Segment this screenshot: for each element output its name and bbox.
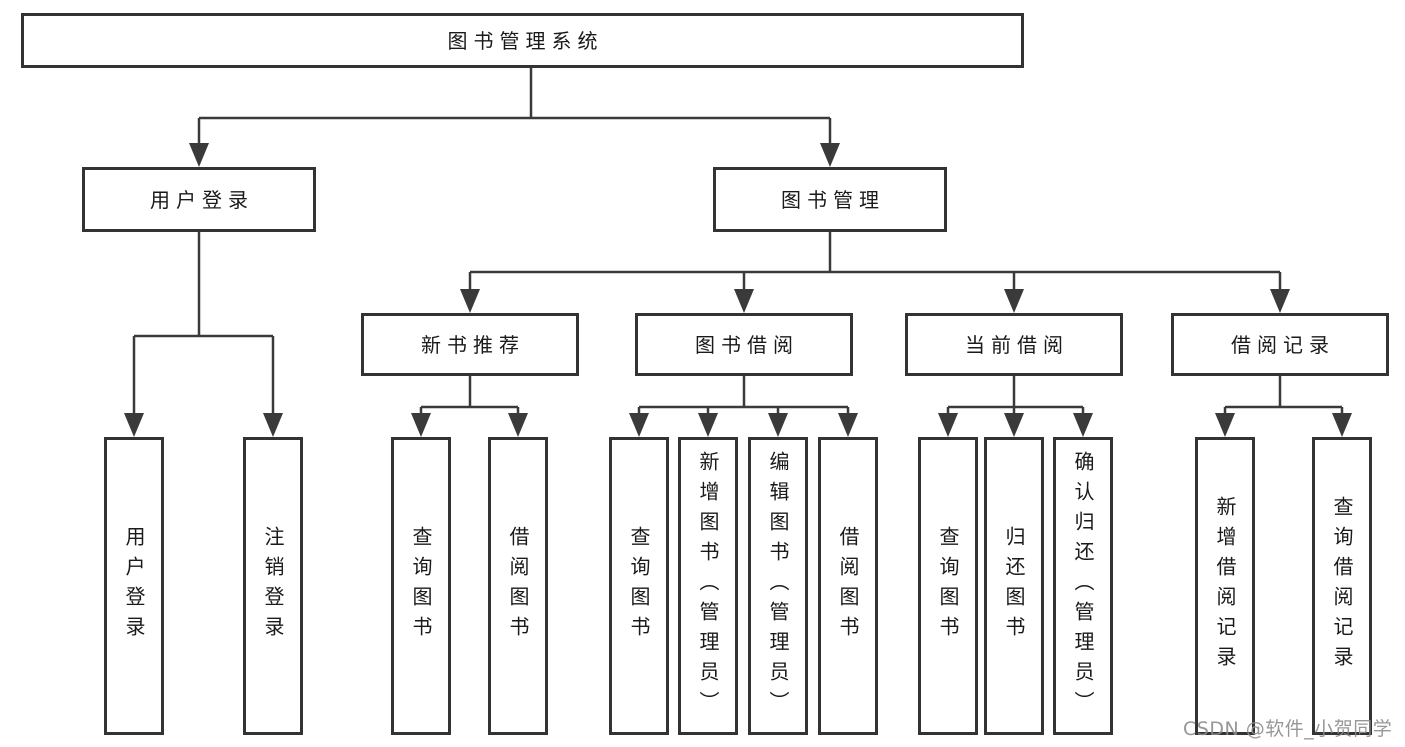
node-book-borrow: 图书借阅 bbox=[635, 313, 853, 376]
node-label: 新书推荐 bbox=[421, 332, 525, 357]
arrowheads bbox=[124, 143, 1352, 437]
node-label: 查询图书 bbox=[409, 526, 433, 646]
node-label: 查询借阅记录 bbox=[1330, 496, 1354, 676]
connector-book-borrow-to-leaves bbox=[637, 376, 850, 416]
node-label: 注销登录 bbox=[261, 526, 285, 646]
csdn-watermark: CSDN @软件_小贺同学 bbox=[1183, 718, 1393, 740]
node-label: 图书借阅 bbox=[695, 332, 799, 357]
leaf-query-books-recommend: 查询图书 bbox=[391, 437, 451, 735]
node-label: 归还图书 bbox=[1002, 526, 1026, 646]
leaf-query-books-current: 查询图书 bbox=[918, 437, 978, 735]
node-label: 用户登录 bbox=[150, 187, 254, 212]
leaf-edit-book-admin: 编辑图书（管理员） bbox=[748, 437, 808, 735]
leaf-add-book-admin: 新增图书（管理员） bbox=[678, 437, 738, 735]
node-label: 编辑图书（管理员） bbox=[766, 451, 790, 721]
node-label: 确认归还（管理员） bbox=[1071, 451, 1095, 721]
leaf-add-borrow-record: 新增借阅记录 bbox=[1195, 437, 1255, 735]
node-current-borrow: 当前借阅 bbox=[905, 313, 1123, 376]
node-label: 当前借阅 bbox=[965, 332, 1069, 357]
leaf-borrow-books: 借阅图书 bbox=[818, 437, 878, 735]
leaf-logout: 注销登录 bbox=[243, 437, 303, 735]
node-label: 用户登录 bbox=[122, 526, 146, 646]
node-label: 借阅记录 bbox=[1231, 332, 1335, 357]
connector-root-to-level1 bbox=[197, 68, 832, 146]
leaf-return-book: 归还图书 bbox=[984, 437, 1044, 735]
leaf-user-login: 用户登录 bbox=[104, 437, 164, 735]
node-label: 借阅图书 bbox=[506, 526, 530, 646]
node-label: 新增图书（管理员） bbox=[696, 451, 720, 721]
node-user-login: 用户登录 bbox=[82, 167, 316, 232]
node-new-book-recommend: 新书推荐 bbox=[361, 313, 579, 376]
node-label: 借阅图书 bbox=[836, 526, 860, 646]
node-label: 查询图书 bbox=[936, 526, 960, 646]
node-book-mgmt: 图书管理 bbox=[713, 167, 947, 232]
leaf-query-books-borrow: 查询图书 bbox=[609, 437, 669, 735]
node-label: 图书管理系统 bbox=[447, 28, 604, 53]
node-borrow-records: 借阅记录 bbox=[1171, 313, 1389, 376]
connector-new-book-to-leaves bbox=[419, 376, 520, 416]
connector-book-mgmt-to-level2 bbox=[468, 232, 1282, 292]
node-root: 图书管理系统 bbox=[21, 13, 1024, 68]
leaf-borrow-books-recommend: 借阅图书 bbox=[488, 437, 548, 735]
node-label: 新增借阅记录 bbox=[1213, 496, 1237, 676]
leaf-query-borrow-record: 查询借阅记录 bbox=[1312, 437, 1372, 735]
connector-user-login-to-leaves bbox=[132, 232, 275, 416]
node-label: 图书管理 bbox=[781, 187, 885, 212]
connector-records-to-leaves bbox=[1223, 376, 1344, 416]
node-label: 查询图书 bbox=[627, 526, 651, 646]
connector-current-borrow-to-leaves bbox=[946, 376, 1085, 416]
leaf-confirm-return-admin: 确认归还（管理员） bbox=[1053, 437, 1113, 735]
